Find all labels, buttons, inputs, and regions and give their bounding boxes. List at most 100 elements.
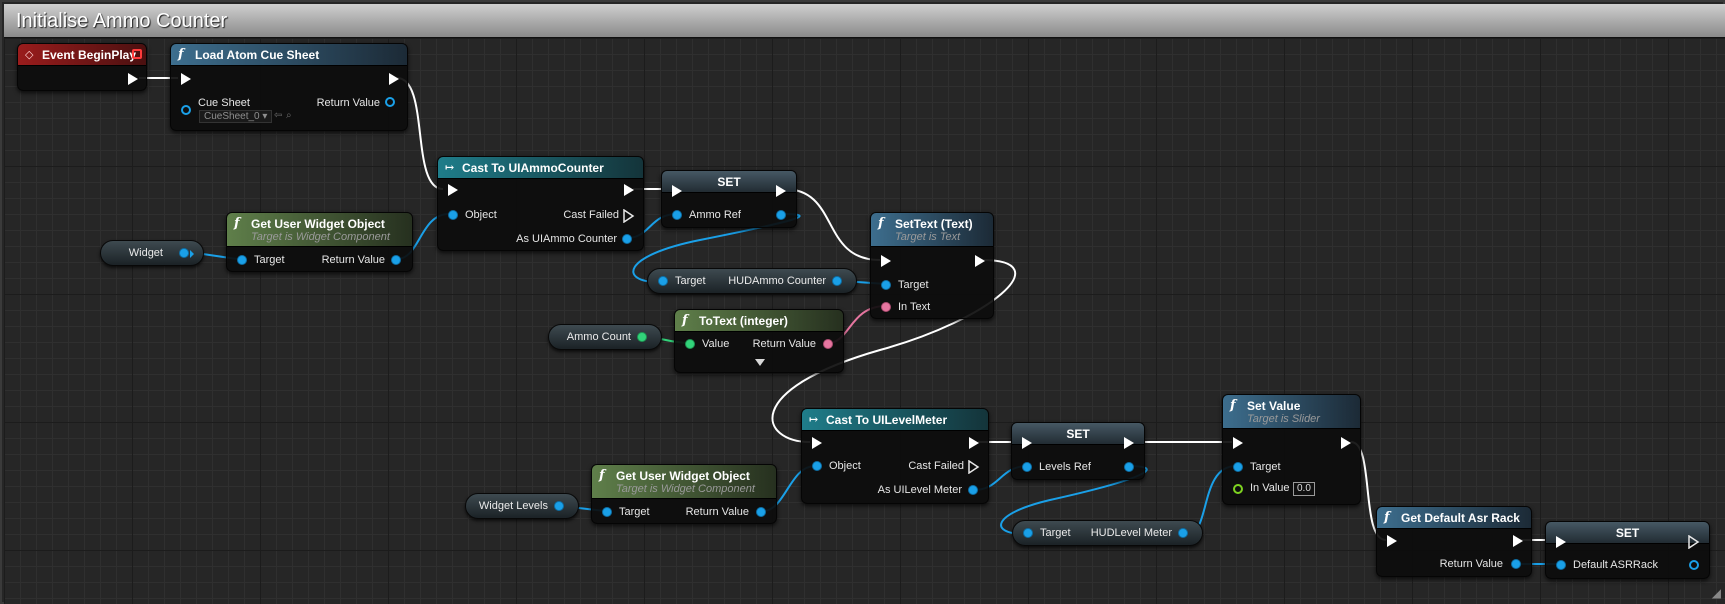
ammo-ref-in-pin[interactable] <box>672 210 682 220</box>
cast-arrow-icon: ↦ <box>445 161 455 174</box>
resize-grip-icon[interactable]: ◢ <box>1711 586 1721 600</box>
target-pin[interactable] <box>602 507 612 517</box>
get-default-asr-rack-node[interactable]: f Get Default Asr Rack Return Value <box>1376 506 1532 577</box>
exec-out-pin[interactable] <box>969 437 979 449</box>
settext-node[interactable]: f SetText (Text) Target is Text Target I… <box>870 212 994 319</box>
node-title: Load Atom Cue Sheet <box>195 48 320 62</box>
function-f-icon: f <box>1384 510 1390 525</box>
function-f-icon: f <box>178 47 184 62</box>
exec-out-pin[interactable] <box>624 184 634 196</box>
exec-out-pin[interactable] <box>975 255 985 267</box>
set-default-asrrack-node[interactable]: SET Default ASRRack <box>1545 521 1710 579</box>
ammo-ref-out-pin[interactable] <box>776 210 786 220</box>
return-value-pin[interactable] <box>385 97 395 107</box>
exec-wire-set-settext <box>783 188 881 261</box>
hudammo-counter-out-pin[interactable] <box>832 276 842 286</box>
exec-out-pin[interactable] <box>128 73 138 85</box>
exec-in-pin[interactable] <box>1022 437 1032 449</box>
widget-variable-node[interactable]: Widget <box>100 240 204 266</box>
use-selected-arrow-icon[interactable]: ⇦ <box>274 110 283 121</box>
comment-header[interactable]: Initialise Ammo Counter <box>4 4 1725 38</box>
exec-in-pin[interactable] <box>1387 535 1397 547</box>
ammo-count-variable-node[interactable]: Ammo Count <box>548 324 662 350</box>
load-atom-cue-sheet-node[interactable]: f Load Atom Cue Sheet Cue Sheet CueSheet… <box>170 43 408 131</box>
hudlevel-meter-getter-node[interactable]: Target HUDLevel Meter <box>1012 520 1203 546</box>
node-title: Cast To UIAmmoCounter <box>462 161 604 175</box>
node-title: Get User Widget Object <box>251 217 385 231</box>
comment-title[interactable]: Initialise Ammo Counter <box>16 10 228 32</box>
variable-label: Widget <box>128 247 163 259</box>
object-pin[interactable] <box>448 210 458 220</box>
exec-in-pin[interactable] <box>181 73 191 85</box>
exec-out-pin[interactable] <box>776 185 786 197</box>
exec-in-pin[interactable] <box>1233 437 1243 449</box>
return-value-pin[interactable] <box>756 507 766 517</box>
levels-ref-in-pin[interactable] <box>1022 462 1032 472</box>
exec-in-pin[interactable] <box>1556 536 1566 548</box>
cast-failed-label: Cast Failed <box>563 209 619 221</box>
in-text-pin[interactable] <box>881 302 891 312</box>
in-text-label: In Text <box>898 301 931 313</box>
target-pin[interactable] <box>658 276 668 286</box>
exec-in-pin[interactable] <box>672 185 682 197</box>
expand-arrow-icon[interactable] <box>755 359 765 366</box>
node-title: ToText (integer) <box>699 314 788 328</box>
return-value-label: Return Value <box>316 97 380 109</box>
levels-ref-out-pin[interactable] <box>1124 462 1134 472</box>
return-value-pin[interactable] <box>391 255 401 265</box>
target-label: Target <box>1250 461 1281 473</box>
target-label: Target <box>619 506 650 518</box>
target-label: Target <box>898 279 929 291</box>
variable-out-pin[interactable] <box>554 501 564 511</box>
widget-levels-variable-node[interactable]: Widget Levels <box>465 493 579 519</box>
variable-out-pin[interactable] <box>179 248 189 258</box>
set-value-node[interactable]: f Set Value Target is Slider Target In V… <box>1222 394 1361 505</box>
totext-integer-node[interactable]: f ToText (integer) Value Return Value <box>674 309 844 373</box>
target-pin[interactable] <box>1233 462 1243 472</box>
value-pin[interactable] <box>685 339 695 349</box>
exec-in-pin[interactable] <box>448 184 458 196</box>
in-value-input[interactable]: 0.0 <box>1293 482 1315 496</box>
function-f-icon: f <box>682 313 688 328</box>
as-uiammo-counter-pin[interactable] <box>622 234 632 244</box>
node-title: Get Default Asr Rack <box>1401 511 1520 525</box>
hudammo-counter-getter-node[interactable]: Target HUDAmmo Counter <box>647 268 857 294</box>
default-asrrack-in-pin[interactable] <box>1556 560 1566 570</box>
browse-search-icon[interactable]: ⌕ <box>286 110 292 121</box>
cast-to-uilevelmeter-node[interactable]: ↦ Cast To UILevelMeter Object Cast Faile… <box>801 408 989 504</box>
cast-to-uiammocounter-node[interactable]: ↦ Cast To UIAmmoCounter Object Cast Fail… <box>437 156 644 251</box>
cue-sheet-dropdown[interactable]: CueSheet_0 ▾ <box>199 110 273 123</box>
cast-failed-exec-pin[interactable] <box>623 209 635 223</box>
return-value-pin[interactable] <box>823 339 833 349</box>
target-pin[interactable] <box>1023 528 1033 538</box>
cue-sheet-pin[interactable] <box>181 105 191 115</box>
exec-in-pin[interactable] <box>881 255 891 267</box>
levels-ref-label: Levels Ref <box>1039 461 1091 473</box>
set-levels-ref-node[interactable]: SET Levels Ref <box>1011 422 1145 480</box>
return-value-label: Return Value <box>685 506 749 518</box>
ammo-ref-label: Ammo Ref <box>689 209 741 221</box>
exec-out-pin[interactable] <box>1124 437 1134 449</box>
hudlevel-meter-out-pin[interactable] <box>1178 528 1188 538</box>
cast-failed-exec-pin[interactable] <box>968 460 980 474</box>
target-label: Target <box>254 254 285 266</box>
target-pin[interactable] <box>237 255 247 265</box>
in-value-pin[interactable] <box>1233 484 1243 494</box>
as-uilevel-meter-pin[interactable] <box>968 485 978 495</box>
get-user-widget-object-node-2[interactable]: f Get User Widget Object Target is Widge… <box>591 464 777 524</box>
exec-out-pin[interactable] <box>1513 535 1523 547</box>
exec-out-pin[interactable] <box>1688 535 1700 549</box>
exec-out-pin[interactable] <box>389 73 399 85</box>
get-user-widget-object-node-1[interactable]: f Get User Widget Object Target is Widge… <box>226 212 413 272</box>
set-ammo-ref-node[interactable]: SET Ammo Ref <box>661 170 797 228</box>
event-beginplay-node[interactable]: ◇ Event BeginPlay <box>17 43 147 91</box>
node-title: SET <box>717 175 741 189</box>
variable-out-pin[interactable] <box>637 332 647 342</box>
return-value-pin[interactable] <box>1511 559 1521 569</box>
object-pin[interactable] <box>812 461 822 471</box>
target-pin[interactable] <box>881 280 891 290</box>
function-f-icon: f <box>1230 398 1236 413</box>
exec-in-pin[interactable] <box>812 437 822 449</box>
exec-out-pin[interactable] <box>1341 437 1351 449</box>
default-asrrack-out-pin[interactable] <box>1689 560 1699 570</box>
